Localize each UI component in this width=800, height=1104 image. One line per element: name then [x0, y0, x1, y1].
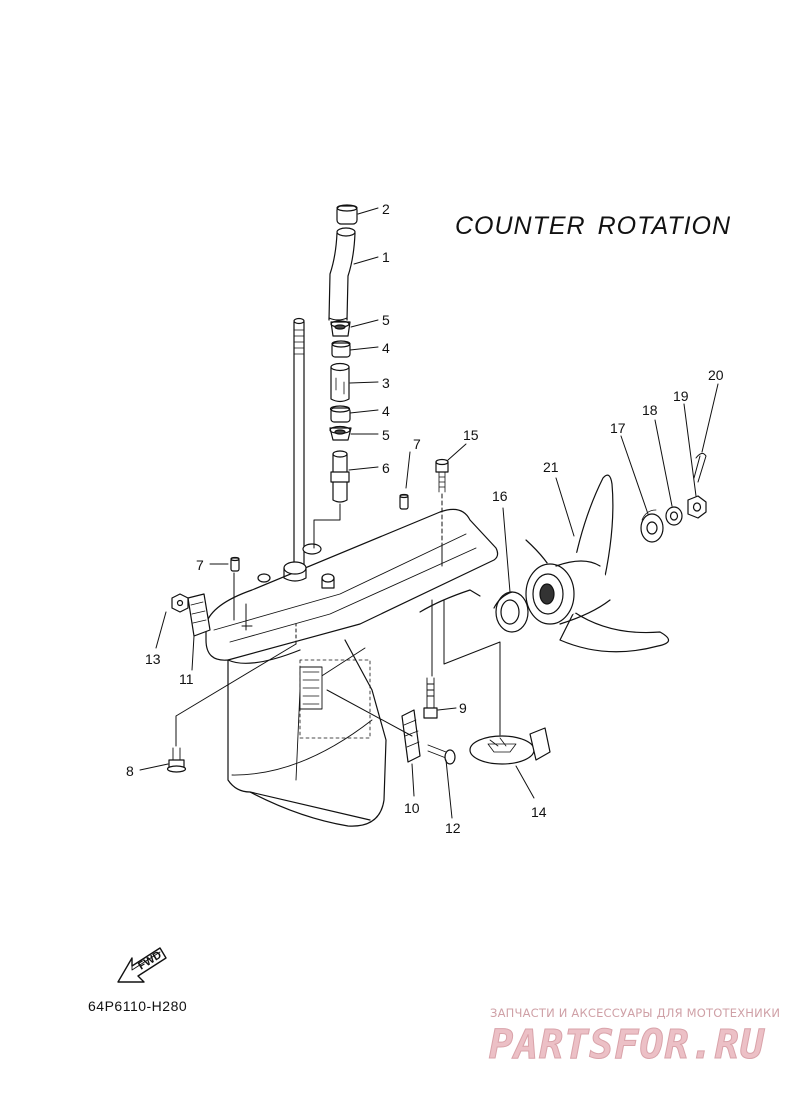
callout-10: 10: [404, 800, 420, 816]
callout-16: 16: [492, 488, 508, 504]
callout-20: 20: [708, 367, 724, 383]
callout-3: 3: [382, 375, 390, 391]
part-13-nut: [171, 593, 189, 613]
callout-15: 15: [463, 427, 479, 443]
callout-7-deck: 7: [413, 436, 421, 452]
drive-shaft: [293, 317, 305, 569]
callout-18: 18: [642, 402, 658, 418]
callout-4-upper: 4: [382, 340, 390, 356]
callout-19: 19: [673, 388, 689, 404]
part-19-nut: [687, 495, 707, 519]
part-5-seal-lower: [329, 425, 352, 441]
assembly-lines: [175, 493, 501, 747]
callout-11: 11: [179, 671, 194, 687]
diagram-title: COUNTER ROTATION: [455, 212, 731, 241]
callout-1: 1: [382, 249, 390, 265]
callout-8: 8: [126, 763, 134, 779]
diagram-code: 64P6110-H280: [88, 998, 188, 1014]
part-11-anode-left: [187, 593, 211, 637]
part-6-water-pipe: [330, 450, 350, 503]
callout-4-lower: 4: [382, 403, 390, 419]
callout-5-lower: 5: [382, 427, 390, 443]
callout-6: 6: [382, 460, 390, 476]
fwd-arrow-icon: [117, 947, 167, 983]
callout-13: 13: [145, 651, 161, 667]
callout-5-upper: 5: [382, 312, 390, 328]
watermark-tagline: ЗАПЧАСТИ И АКСЕССУАРЫ ДЛЯ МОТОТЕХНИКИ: [490, 1006, 781, 1020]
part-4-collar-upper: [331, 340, 351, 358]
part-4-collar-lower: [329, 405, 351, 423]
part-17-spacer: [640, 509, 664, 543]
leader-lines: [139, 207, 719, 819]
callout-9: 9: [459, 700, 467, 716]
callout-7-left: 7: [196, 557, 204, 573]
part-8-bolt: [166, 747, 187, 773]
part-2-grommet: [336, 204, 358, 225]
callout-21: 21: [543, 459, 559, 475]
title-word-2: ROTATION: [597, 212, 732, 240]
title-word-1: COUNTER: [455, 212, 586, 240]
part-14-trim-tab: [469, 727, 551, 765]
part-5-seal-upper: [330, 320, 351, 337]
part-15-bolt: [435, 458, 449, 493]
part-12-screw: [427, 744, 456, 765]
watermark-logo: PARTSFOR.RU: [489, 1022, 765, 1069]
callout-17: 17: [610, 420, 626, 436]
part-16-thrust-washer: [493, 591, 529, 633]
part-20-cotter-pin: [693, 452, 707, 483]
part-1-water-tube: [328, 227, 356, 321]
part-9-bolt: [423, 677, 438, 719]
part-18-washer: [665, 506, 683, 526]
part-21-propeller: [525, 474, 670, 653]
part-3-bushing: [330, 362, 350, 403]
callout-labels: 2 1 5 4 3 4 5 6 7 7 8 9 10 11 12 13 14 1…: [126, 201, 724, 836]
callout-2: 2: [382, 201, 390, 217]
part-7-dowel-left: [230, 556, 240, 572]
lower-unit-housing: [205, 508, 499, 827]
callout-14: 14: [531, 804, 547, 820]
part-7-dowel-deck: [399, 493, 409, 510]
callout-12: 12: [445, 820, 461, 836]
